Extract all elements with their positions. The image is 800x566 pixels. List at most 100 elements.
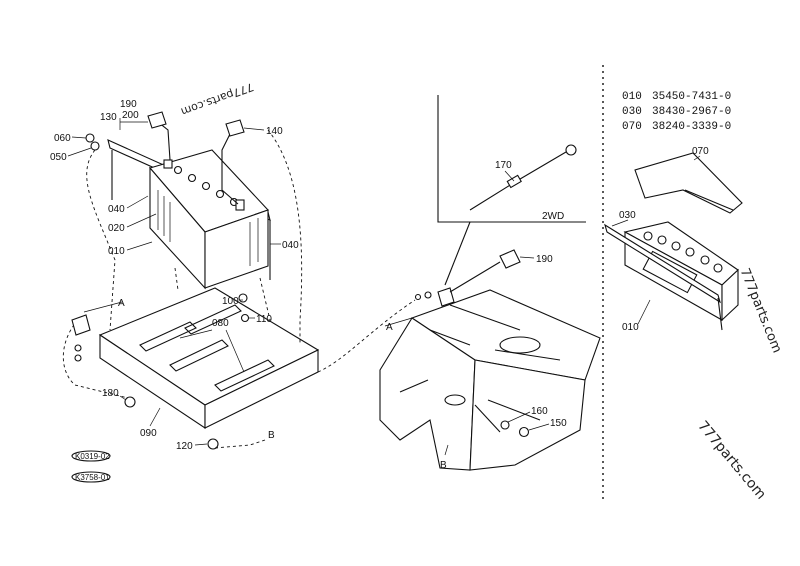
leader-line <box>693 155 701 161</box>
callout-140: 140 <box>266 126 283 137</box>
leader-line <box>637 299 651 325</box>
battery-terminal-pos <box>235 199 245 211</box>
leader-line <box>225 329 245 373</box>
battery-cover-070 <box>634 152 743 214</box>
bolt-head-icon <box>518 426 530 438</box>
nut-icon <box>500 420 510 430</box>
nut-icon <box>424 291 432 299</box>
washer-icon <box>414 293 422 301</box>
callout-110: 110 <box>256 314 272 325</box>
callout-010-left: 010 <box>108 246 125 257</box>
cell-cap <box>187 173 197 183</box>
tray-slot <box>139 321 197 352</box>
clamp-a-icon <box>71 314 91 336</box>
callout-080: 080 <box>212 318 229 329</box>
callout-020: 020 <box>108 223 125 234</box>
legend-code-3: 070 <box>622 121 642 133</box>
stamp-oval <box>71 450 111 462</box>
legend-part-2: 38430-2967-0 <box>652 106 731 118</box>
tray-slot <box>214 359 275 392</box>
cell-cap <box>201 181 211 191</box>
arrow-line <box>83 301 123 313</box>
legend-part-1: 35450-7431-0 <box>652 91 731 103</box>
callout-180: 180 <box>102 388 119 399</box>
ref-a-center: A <box>386 322 393 333</box>
leader-line <box>528 423 550 431</box>
leader-line <box>507 411 531 423</box>
negative-cable <box>157 121 171 161</box>
callout-120: 120 <box>176 441 193 452</box>
callout-130: 130 <box>100 112 117 123</box>
stamp-1: K0319-02 <box>75 452 110 461</box>
callout-150: 150 <box>550 418 567 429</box>
battery-side <box>204 209 269 289</box>
callout-170: 170 <box>495 160 512 171</box>
frame-body <box>379 317 476 471</box>
guide-line <box>267 129 303 345</box>
callout-190: 190 <box>120 99 137 110</box>
leader-line <box>611 219 629 227</box>
callout-030: 030 <box>619 210 636 221</box>
rubber-mount-icon <box>207 438 219 450</box>
leader-line <box>243 127 265 131</box>
drawing-stamps: K0319-02 K3758-01 <box>71 450 111 483</box>
callout-200: 200 <box>122 110 139 121</box>
callout-labels: 190 130 200 060 050 140 040 020 010 040 … <box>50 99 709 471</box>
frame-opening <box>499 336 541 354</box>
part-number-legend: 010 35450-7431-0 030 38430-2967-0 070 38… <box>622 91 731 133</box>
positive-cable-clamp <box>225 119 245 137</box>
cell-cap <box>657 235 667 245</box>
ground-cable-end <box>499 249 521 269</box>
callout-060: 060 <box>54 133 71 144</box>
ground-cable <box>449 261 501 293</box>
bolt-icon <box>238 293 248 303</box>
leader-line <box>519 256 535 259</box>
arrow-line <box>384 317 413 327</box>
leader-line <box>126 241 153 251</box>
cell-cap <box>215 189 225 199</box>
stamp-2: K3758-01 <box>75 473 110 482</box>
callout-040-left: 040 <box>108 204 125 215</box>
frame-opening <box>444 394 466 406</box>
stamp-oval <box>71 471 111 483</box>
guide-line <box>86 149 116 331</box>
cover-detail <box>684 189 734 211</box>
leader-line <box>179 329 213 339</box>
callout-190-center: 190 <box>536 254 553 265</box>
watermark-bottom: 777parts.com <box>694 418 769 503</box>
cell-cap <box>671 241 681 251</box>
callout-100: 100 <box>222 296 239 307</box>
leader-line <box>67 147 92 157</box>
callout-040-right: 040 <box>282 240 299 251</box>
leader-line <box>71 136 87 139</box>
guide-line <box>214 439 266 449</box>
callout-050: 050 <box>50 152 67 163</box>
cell-cap <box>700 255 710 265</box>
leader-line <box>504 170 515 182</box>
cell-cap <box>685 247 695 257</box>
inset-border <box>437 95 586 223</box>
rod-030 <box>717 297 723 331</box>
battery-side-010 <box>721 268 739 322</box>
washer-icon <box>240 313 250 323</box>
legend-part-3: 38240-3339-0 <box>652 121 731 133</box>
nut-icon <box>85 133 95 143</box>
watermark-right: 777parts.com <box>737 266 785 355</box>
leader-line <box>194 443 208 446</box>
leader-line <box>119 395 127 401</box>
negative-cable-clamp <box>147 111 167 129</box>
washer-icon <box>90 141 100 151</box>
callout-070: 070 <box>692 146 709 157</box>
2wd-inset <box>437 95 586 286</box>
leader-line <box>126 195 149 209</box>
leader-line <box>126 213 157 228</box>
ref-b-center: B <box>440 460 447 471</box>
battery-hatch <box>157 190 259 266</box>
rubber-mount-icon <box>124 396 136 408</box>
frame-detail <box>399 304 561 421</box>
nut-icon <box>74 354 82 362</box>
legend-code-1: 010 <box>622 91 642 103</box>
label-2wd: 2WD <box>542 211 564 222</box>
replacement-battery <box>604 152 743 331</box>
ref-b-left: B <box>268 430 275 441</box>
